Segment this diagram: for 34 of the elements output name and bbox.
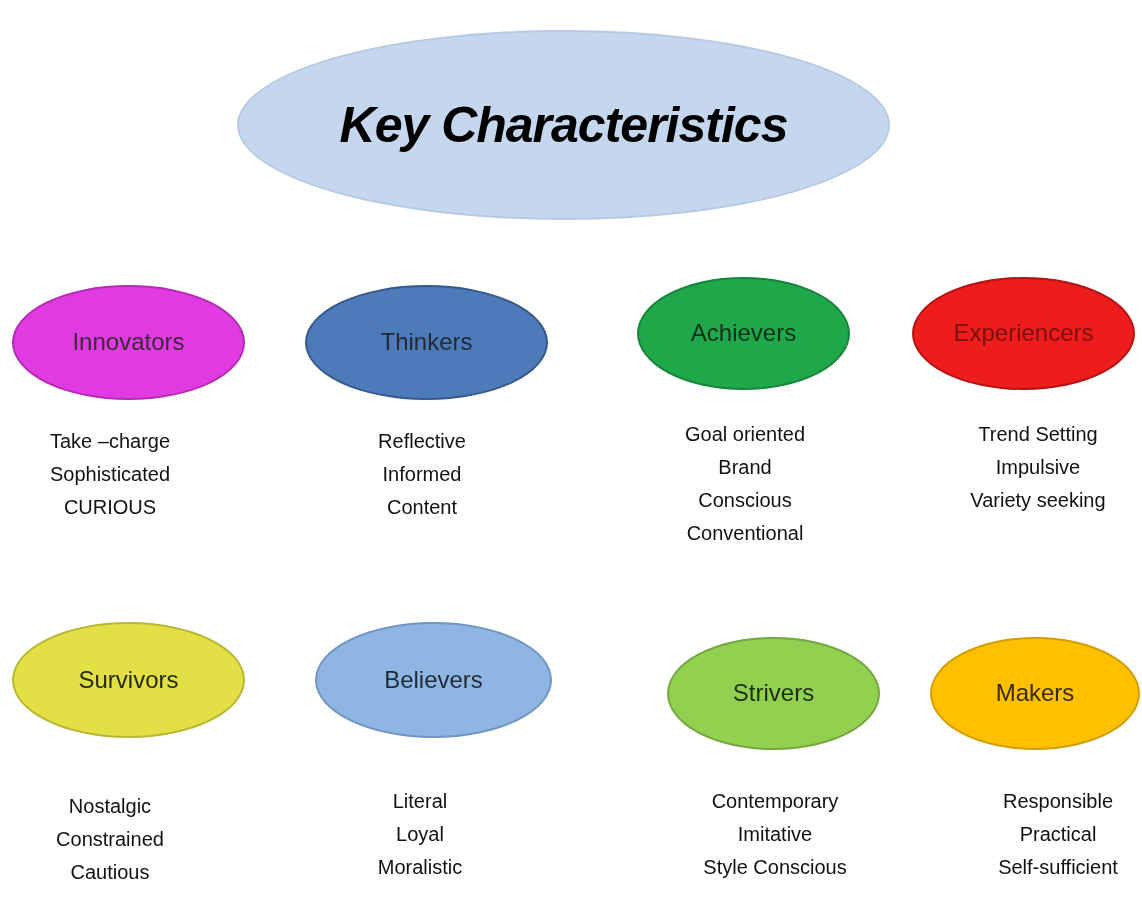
characteristic-text: Self-sufficient [998, 855, 1118, 880]
characteristic-text: Contemporary [711, 789, 839, 814]
category-label: Strivers [732, 679, 815, 708]
characteristic-text: Practical [1019, 822, 1097, 847]
characteristic-text: CURIOUS [63, 495, 157, 520]
characteristic-text: Loyal [396, 822, 444, 847]
characteristic-text: Constrained [56, 827, 164, 852]
characteristic-text: Conventional [686, 521, 804, 546]
title-text: Key Characteristics [339, 96, 788, 155]
category-label: Innovators [72, 328, 185, 357]
category-label: Makers [995, 679, 1075, 708]
characteristic-text: Reflective [378, 429, 466, 454]
characteristic-text: Moralistic [377, 855, 463, 880]
characteristic-text: Cautious [70, 860, 150, 885]
characteristic-text: Responsible [1002, 789, 1114, 814]
characteristic-text: Impulsive [995, 455, 1081, 480]
characteristic-text: Goal oriented [684, 422, 806, 447]
category-label: Survivors [78, 665, 179, 695]
category-label: Experiencers [953, 319, 1094, 348]
characteristic-text: Style Conscious [703, 855, 847, 880]
characteristic-text: Content [386, 495, 458, 520]
characteristic-text: Sophisticated [49, 462, 171, 487]
characteristic-text: Variety seeking [970, 488, 1106, 513]
characteristic-text: Literal [392, 789, 448, 814]
characteristic-text: Brand [718, 455, 772, 480]
characteristic-text: Imitative [737, 822, 813, 847]
characteristic-text: Trend Setting [978, 422, 1098, 447]
characteristic-text: Take –charge [49, 429, 171, 454]
characteristic-text: Informed [382, 462, 462, 487]
characteristic-text: Nostalgic [68, 794, 152, 819]
category-label: Thinkers [380, 328, 473, 357]
characteristic-text: Conscious [698, 488, 792, 513]
category-label: Achievers [690, 319, 797, 348]
category-label: Believers [384, 665, 483, 695]
